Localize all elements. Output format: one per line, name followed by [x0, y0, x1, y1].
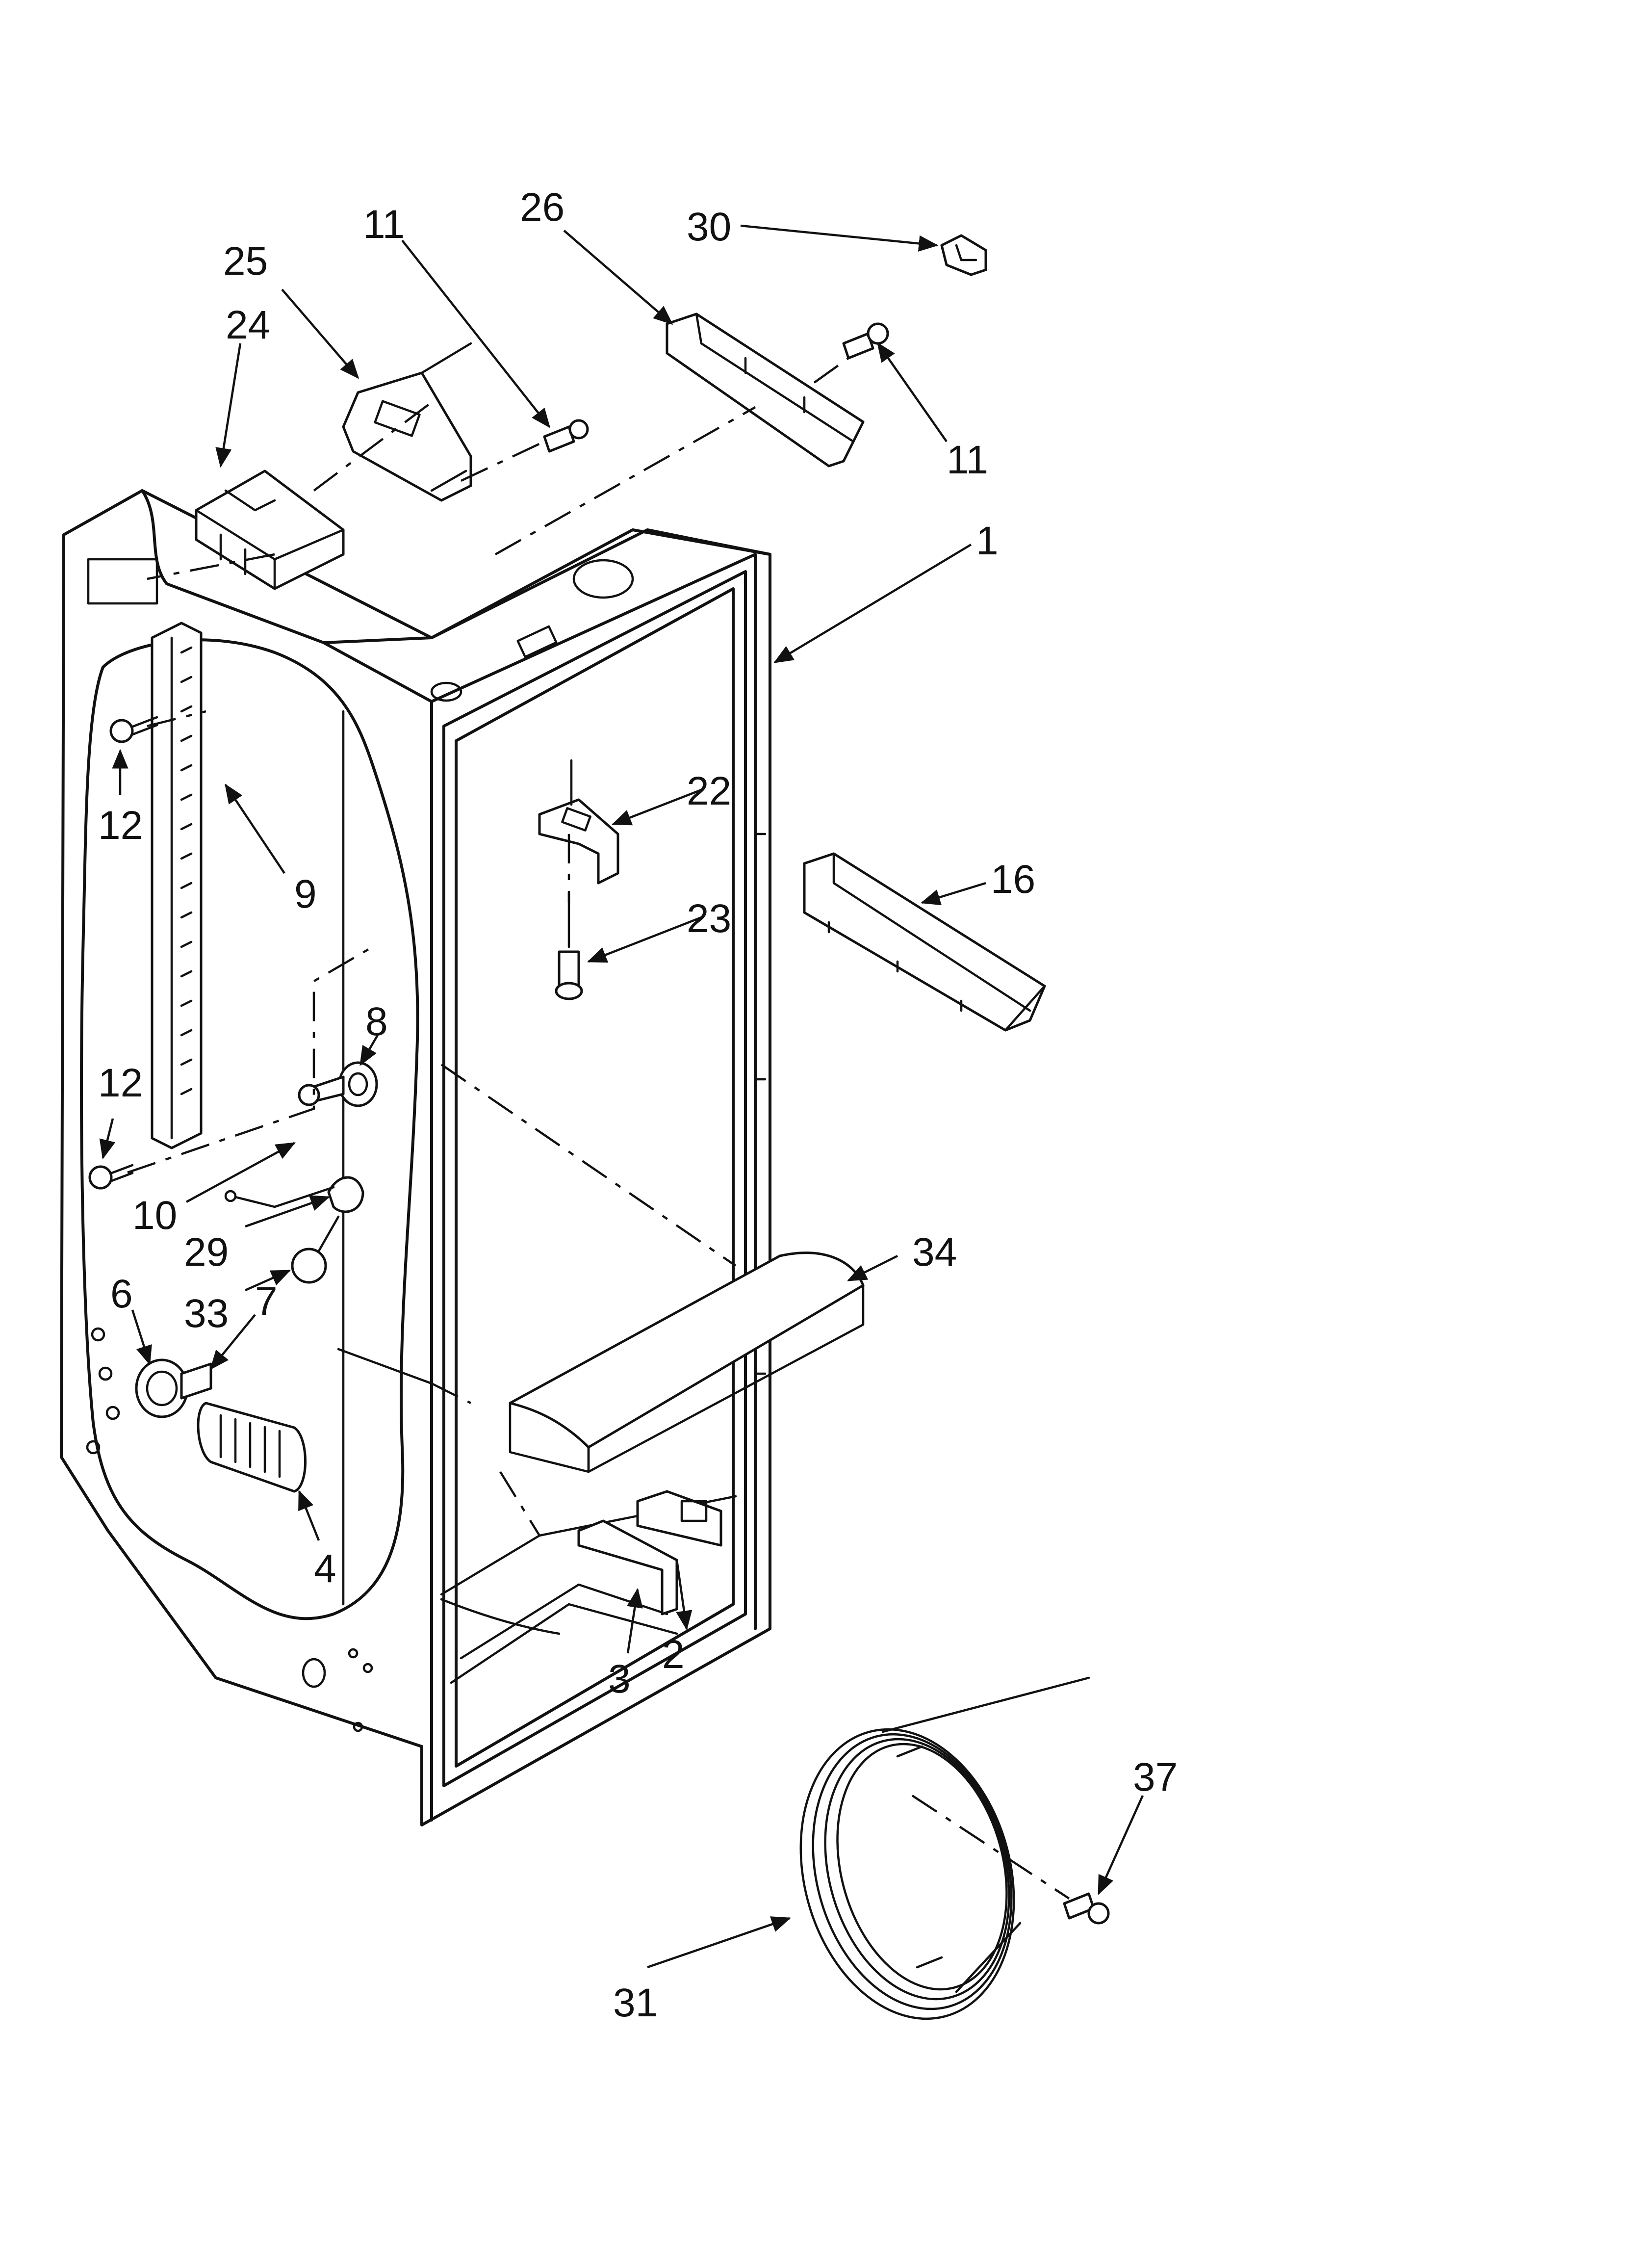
callout-11-upper: 11 — [363, 202, 405, 247]
callout-9: 9 — [294, 872, 317, 916]
tubing-coil-part-31 — [799, 1676, 1090, 2020]
bracket-part-2 — [636, 1490, 722, 1547]
cover-part-34 — [509, 1251, 865, 1473]
screw-part-37 — [1063, 1892, 1110, 1925]
assembly-lines — [127, 357, 1070, 1900]
screw-part-11-upper — [543, 419, 589, 453]
callout-23: 23 — [687, 896, 731, 941]
callout-34: 34 — [912, 1230, 957, 1275]
bracket-part-22 — [538, 759, 619, 885]
grille-part-4 — [197, 1402, 307, 1493]
housing-part-25 — [342, 342, 472, 502]
callout-12-upper: 12 — [98, 803, 143, 848]
callout-22: 22 — [687, 769, 731, 813]
light-socket-part-8 — [298, 1061, 378, 1107]
screw-part-12-upper — [109, 716, 158, 743]
callout-30: 30 — [687, 205, 731, 249]
callout-26: 26 — [520, 185, 564, 230]
rail-part-26 — [666, 313, 865, 468]
callout-10: 10 — [132, 1193, 177, 1238]
callout-1: 1 — [976, 519, 999, 563]
callout-29: 29 — [184, 1230, 229, 1275]
callout-7: 7 — [255, 1279, 278, 1324]
callout-11-right: 11 — [947, 438, 988, 482]
knob-part-6-7 — [135, 1358, 212, 1418]
bracket-part-3 — [577, 1519, 678, 1616]
callout-24: 24 — [226, 303, 270, 347]
screw-part-23 — [555, 891, 583, 1000]
callout-37: 37 — [1133, 1755, 1178, 1799]
rail-part-16 — [803, 852, 1046, 1032]
screw-part-11-right — [842, 322, 889, 360]
screw-part-12-lower — [88, 1164, 134, 1190]
callout-2: 2 — [662, 1632, 685, 1677]
shelf-rail-part-9 — [151, 622, 203, 1149]
callout-3: 3 — [608, 1657, 631, 1701]
callout-33: 33 — [184, 1291, 229, 1336]
callout-25: 25 — [223, 239, 268, 284]
callout-6: 6 — [110, 1272, 133, 1316]
leader-lines — [99, 224, 1144, 1969]
callout-12-lower: 12 — [98, 1061, 143, 1105]
callout-labels: 1 2 3 4 6 7 8 9 10 11 11 12 12 16 22 23 … — [98, 185, 1178, 2025]
lamp-part-29-33 — [224, 1176, 364, 1284]
callout-31: 31 — [613, 1981, 658, 2025]
control-part-24 — [195, 469, 345, 590]
cabinet-liner — [60, 489, 771, 1826]
clip-part-30 — [940, 234, 987, 276]
callout-16: 16 — [991, 857, 1035, 902]
callout-8: 8 — [365, 999, 388, 1044]
callout-4: 4 — [314, 1546, 336, 1591]
